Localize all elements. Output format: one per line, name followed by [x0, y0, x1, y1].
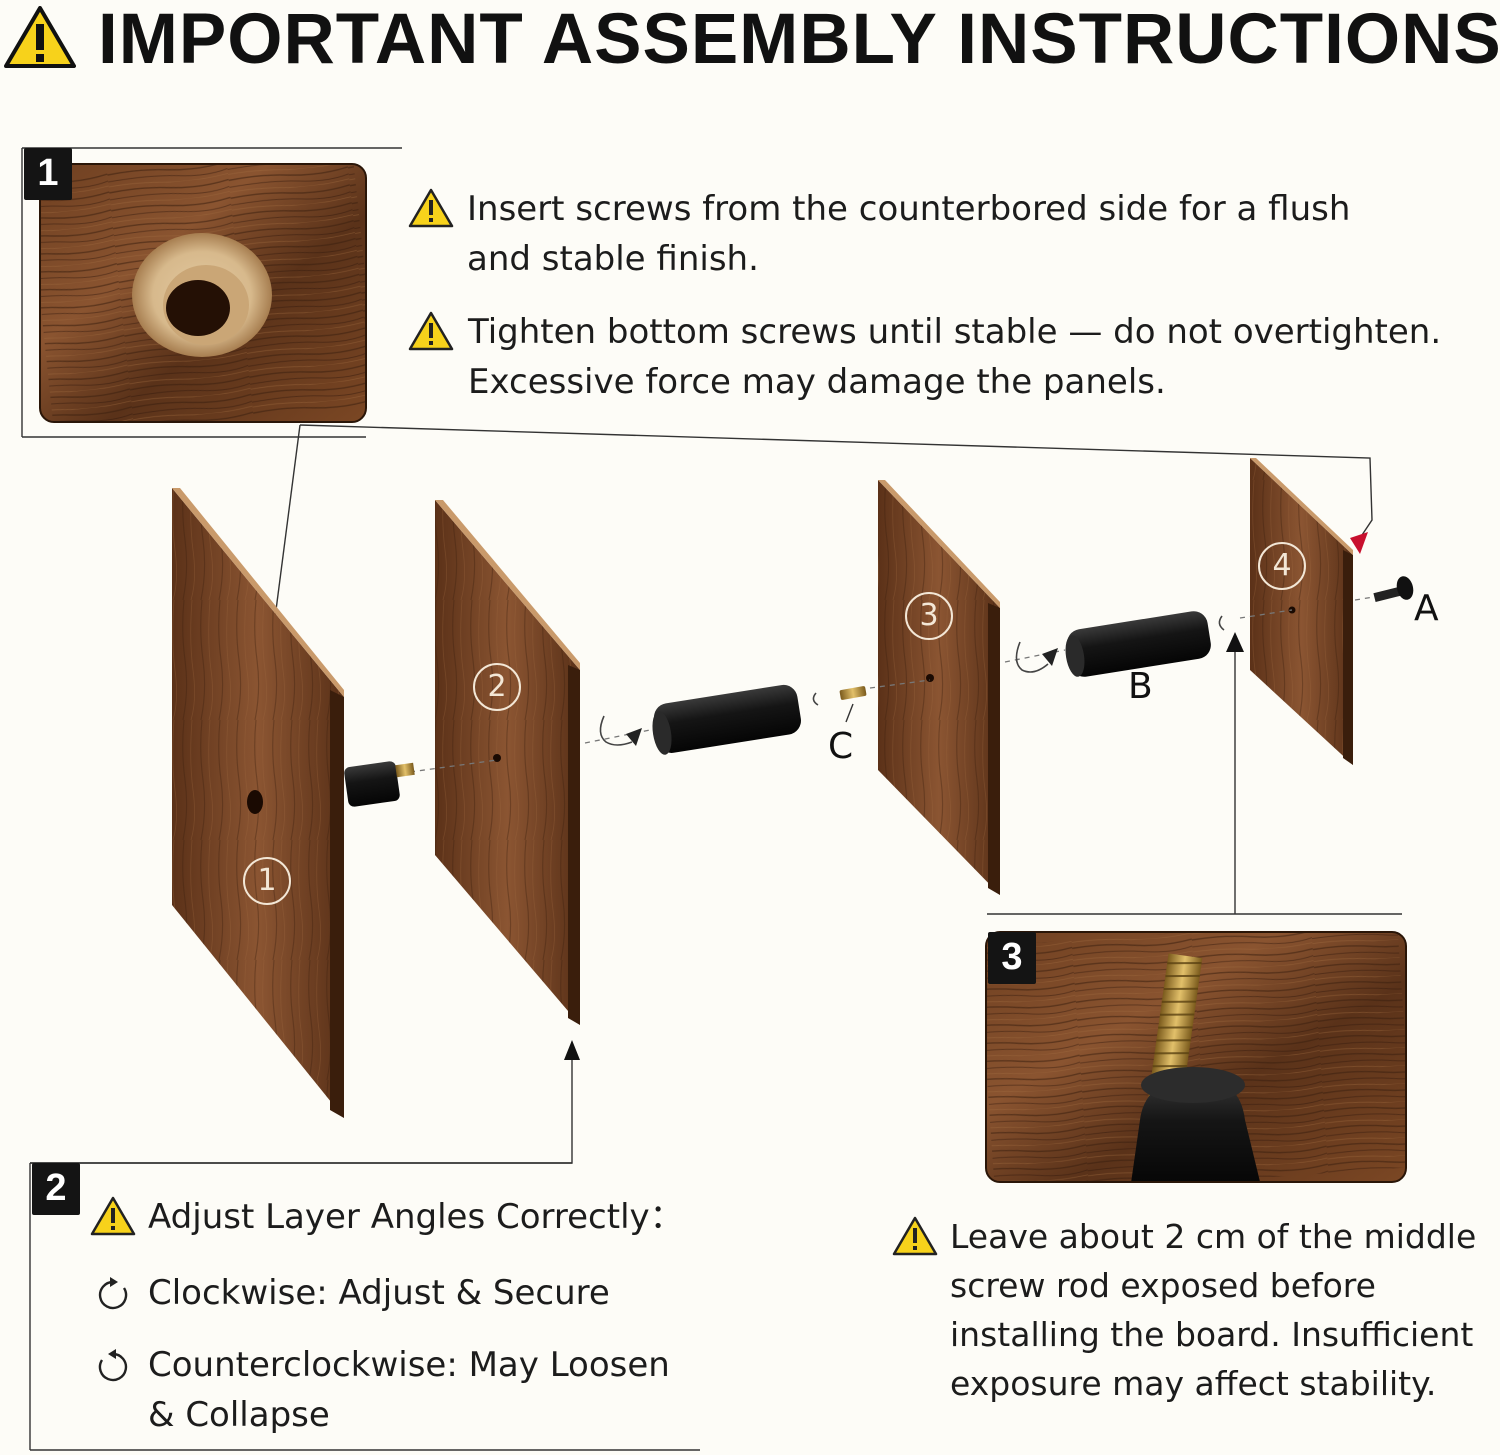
note-line: exposure may affect stability. — [950, 1364, 1437, 1403]
warning-icon — [90, 1196, 136, 1240]
rod-b — [1065, 611, 1211, 677]
panel-number-2: 2 — [473, 663, 521, 711]
clockwise-icon — [94, 1276, 132, 1321]
note-clockwise: Clockwise: Adjust & Secure — [148, 1273, 610, 1313]
note-tighten: Tighten bottom screws until stable — do … — [468, 307, 1441, 407]
note-line: Excessive force may damage the panels. — [468, 362, 1166, 402]
note-line: installing the board. Insufficient — [950, 1315, 1474, 1354]
detail-photo-1-border — [39, 163, 367, 423]
callout-badge-1: 1 — [24, 148, 72, 200]
hardware-label-c: C — [828, 726, 854, 767]
leader-arrowheads-black — [564, 632, 1244, 1060]
note-counterclockwise: Counterclockwise: May Loosen & Collapse — [148, 1340, 670, 1440]
callout-badge-2: 2 — [32, 1163, 80, 1215]
note-line: Leave about 2 cm of the middle — [950, 1217, 1477, 1256]
note-angles-heading: Adjust Layer Angles Correctly： — [148, 1197, 684, 1237]
panel-number-4: 4 — [1258, 542, 1306, 590]
callout-badge-3: 3 — [988, 932, 1036, 984]
detail-photo-3-border — [985, 931, 1407, 1183]
screw-a — [1373, 576, 1414, 602]
callout-frame-1 — [21, 147, 402, 438]
warning-icon — [4, 6, 76, 72]
hardware-label-a: A — [1414, 588, 1439, 629]
warning-icon — [408, 188, 454, 232]
panel-number-1: 1 — [243, 857, 291, 905]
note-counterbore: Insert screws from the counterbored side… — [467, 184, 1350, 284]
counterclockwise-icon — [94, 1348, 132, 1393]
note-exposure: Leave about 2 cm of the middle screw rod… — [950, 1212, 1498, 1408]
page-title: IMPORTANT ASSEMBLY INSTRUCTIONS — [98, 0, 1500, 79]
note-line: and stable finish. — [467, 239, 759, 279]
detail-photo-screw-rod — [986, 932, 1406, 1182]
panel-1 — [172, 488, 344, 1118]
note-line: screw rod exposed before — [950, 1266, 1376, 1305]
rotation-arrowheads — [626, 648, 1058, 746]
note-line: & Collapse — [148, 1395, 330, 1435]
note-line: Counterclockwise: May Loosen — [148, 1345, 670, 1385]
panel-3 — [878, 480, 1000, 895]
rod-panel-1 — [344, 761, 415, 807]
detail-photo-counterbore — [40, 164, 366, 422]
warning-icon — [892, 1216, 938, 1260]
warning-icon — [408, 311, 454, 355]
leader-arrowheads — [247, 532, 1368, 790]
panel-number-3: 3 — [905, 592, 953, 640]
screw-c — [839, 686, 867, 723]
rotation-arrows — [599, 615, 1225, 746]
panel-2 — [435, 500, 580, 1025]
hardware-label-b: B — [1128, 666, 1153, 707]
note-line: Tighten bottom screws until stable — do … — [468, 312, 1442, 352]
rod-middle — [652, 684, 801, 755]
panel-4 — [1250, 458, 1353, 765]
note-line: Insert screws from the counterbored side… — [467, 189, 1351, 229]
